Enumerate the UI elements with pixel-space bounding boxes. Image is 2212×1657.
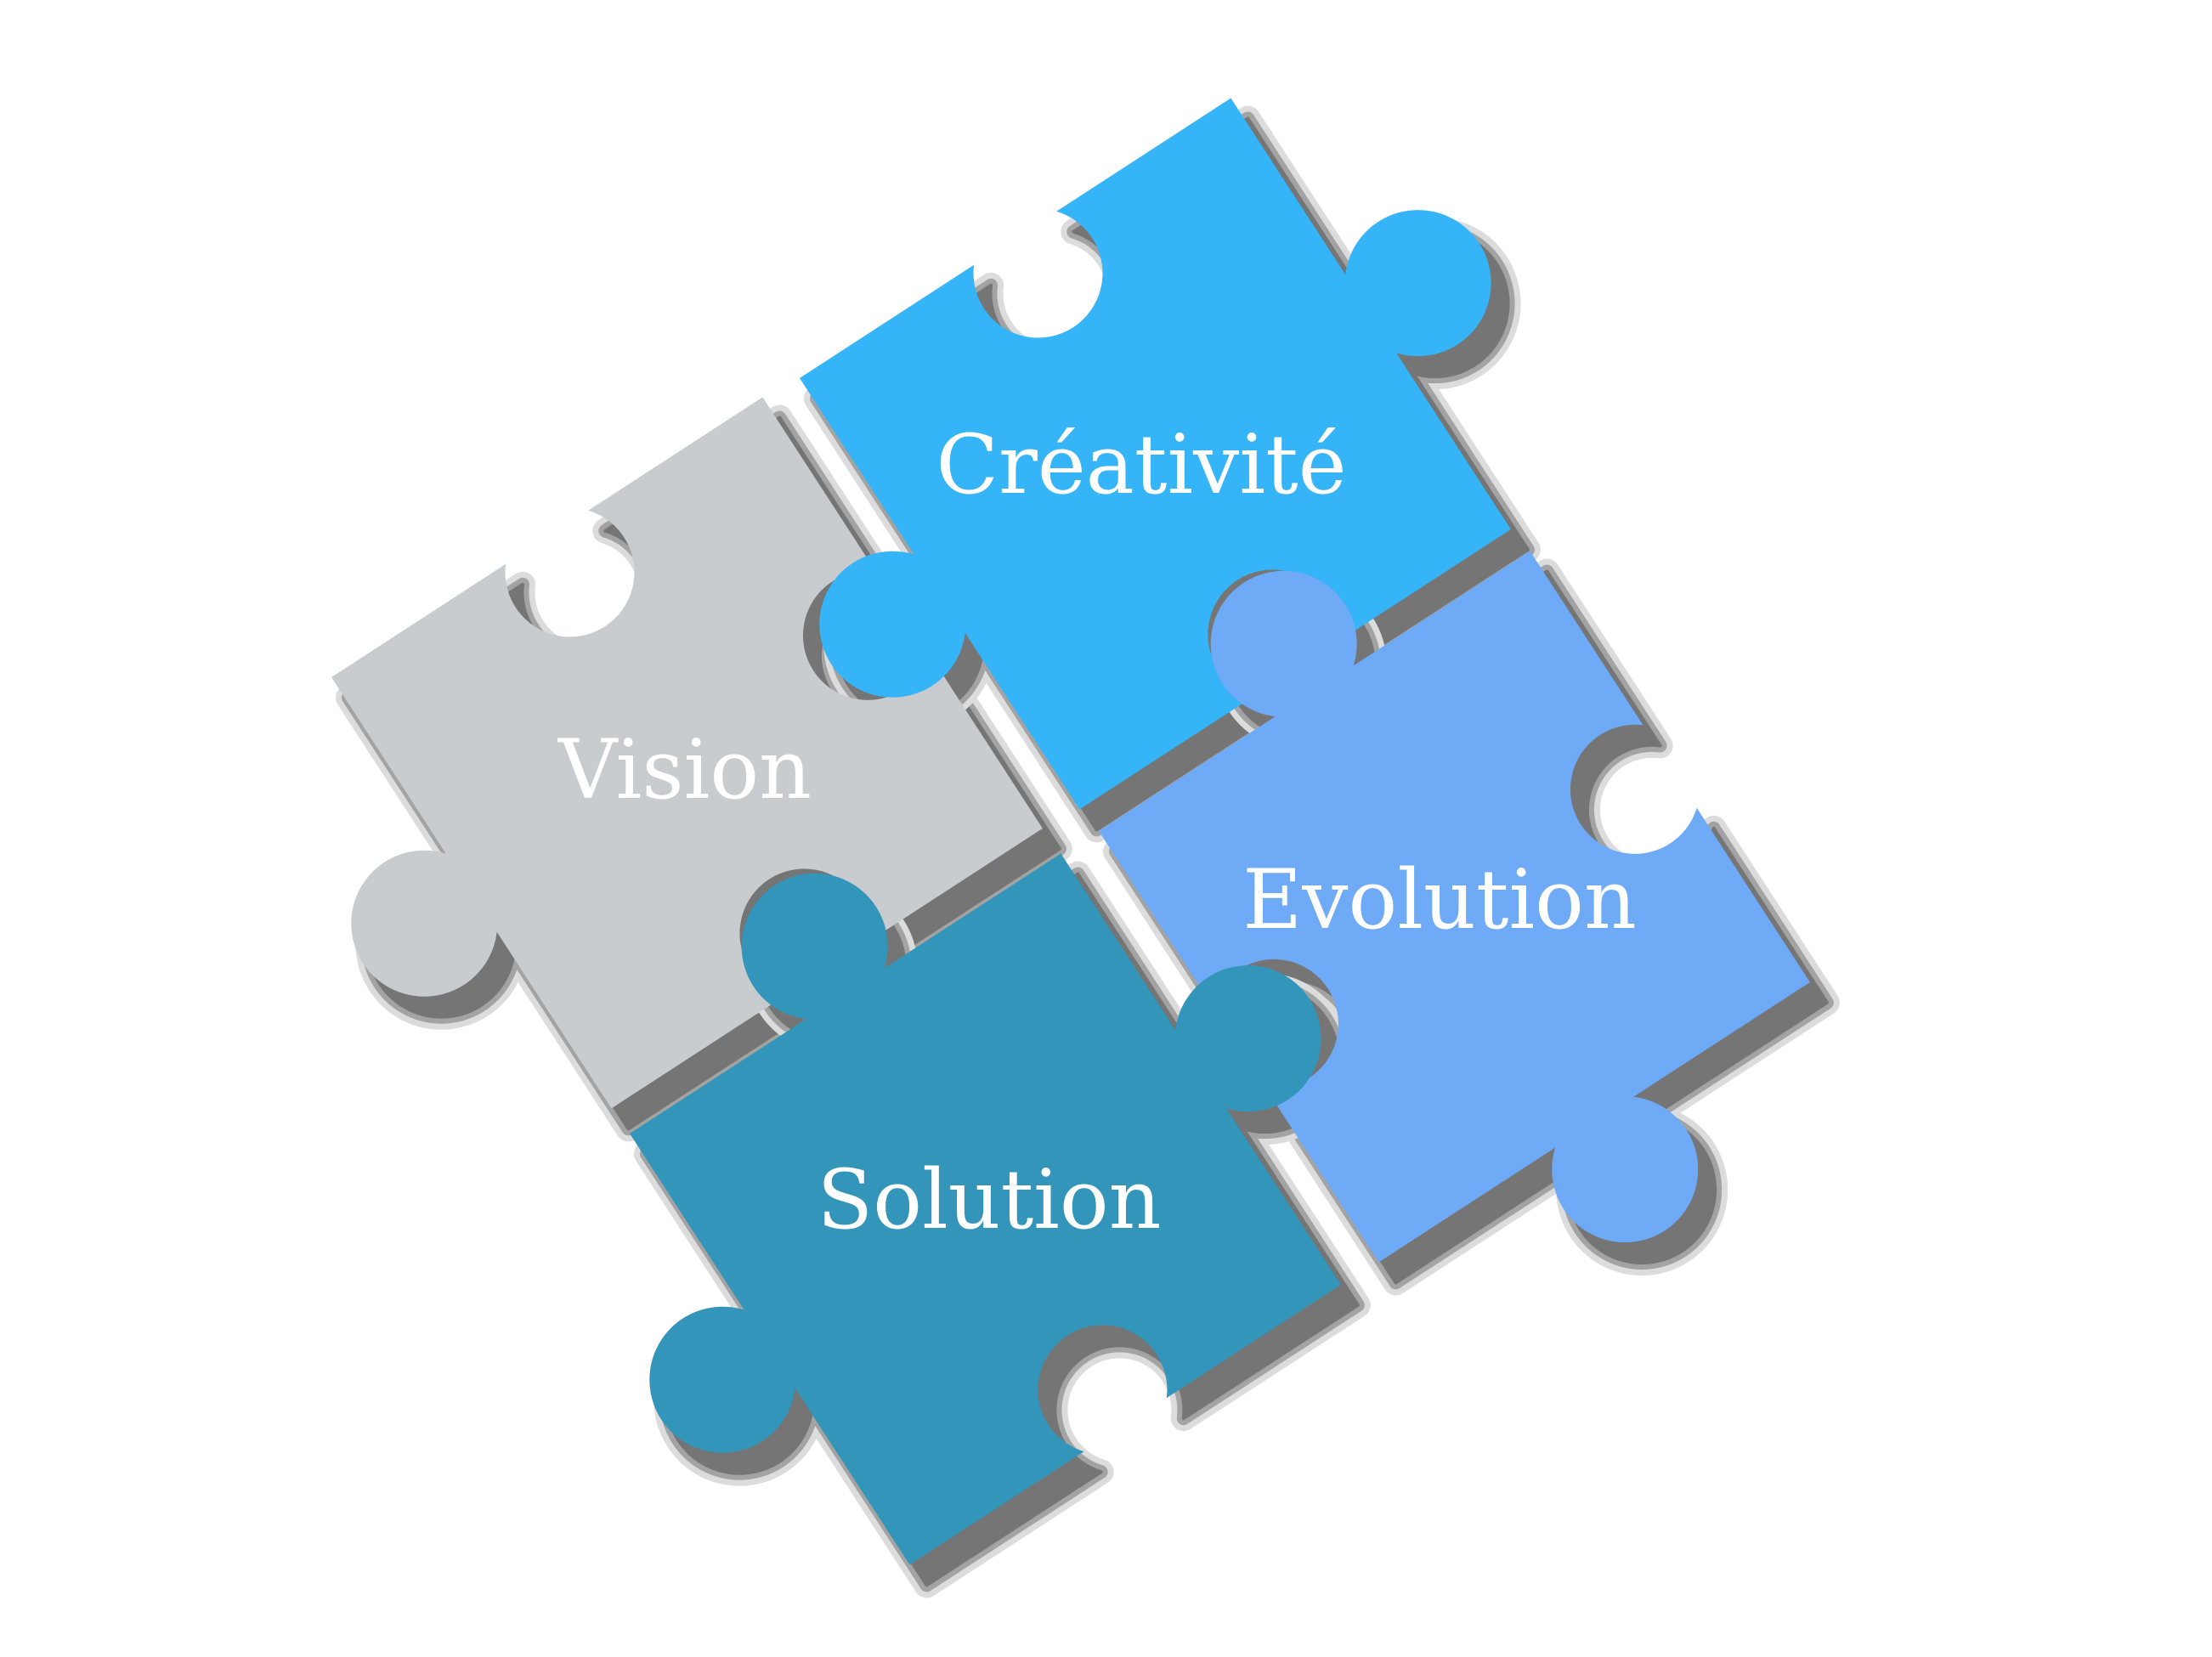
puzzle-piece-vision (331, 397, 1043, 1109)
piece-creativite (800, 98, 1511, 810)
puzzle-piece-creativite (800, 98, 1511, 810)
piece-solution (630, 853, 1341, 1565)
piece-vision (331, 397, 1043, 1109)
label-creativite: Créativité (936, 417, 1347, 512)
puzzle-piece-solution (630, 853, 1341, 1565)
puzzle-piece-evolution (1099, 551, 1810, 1263)
label-evolution: Evolution (1242, 852, 1637, 947)
label-solution: Solution (817, 1152, 1162, 1247)
label-vision: Vision (557, 722, 812, 817)
piece-evolution (1099, 551, 1810, 1263)
